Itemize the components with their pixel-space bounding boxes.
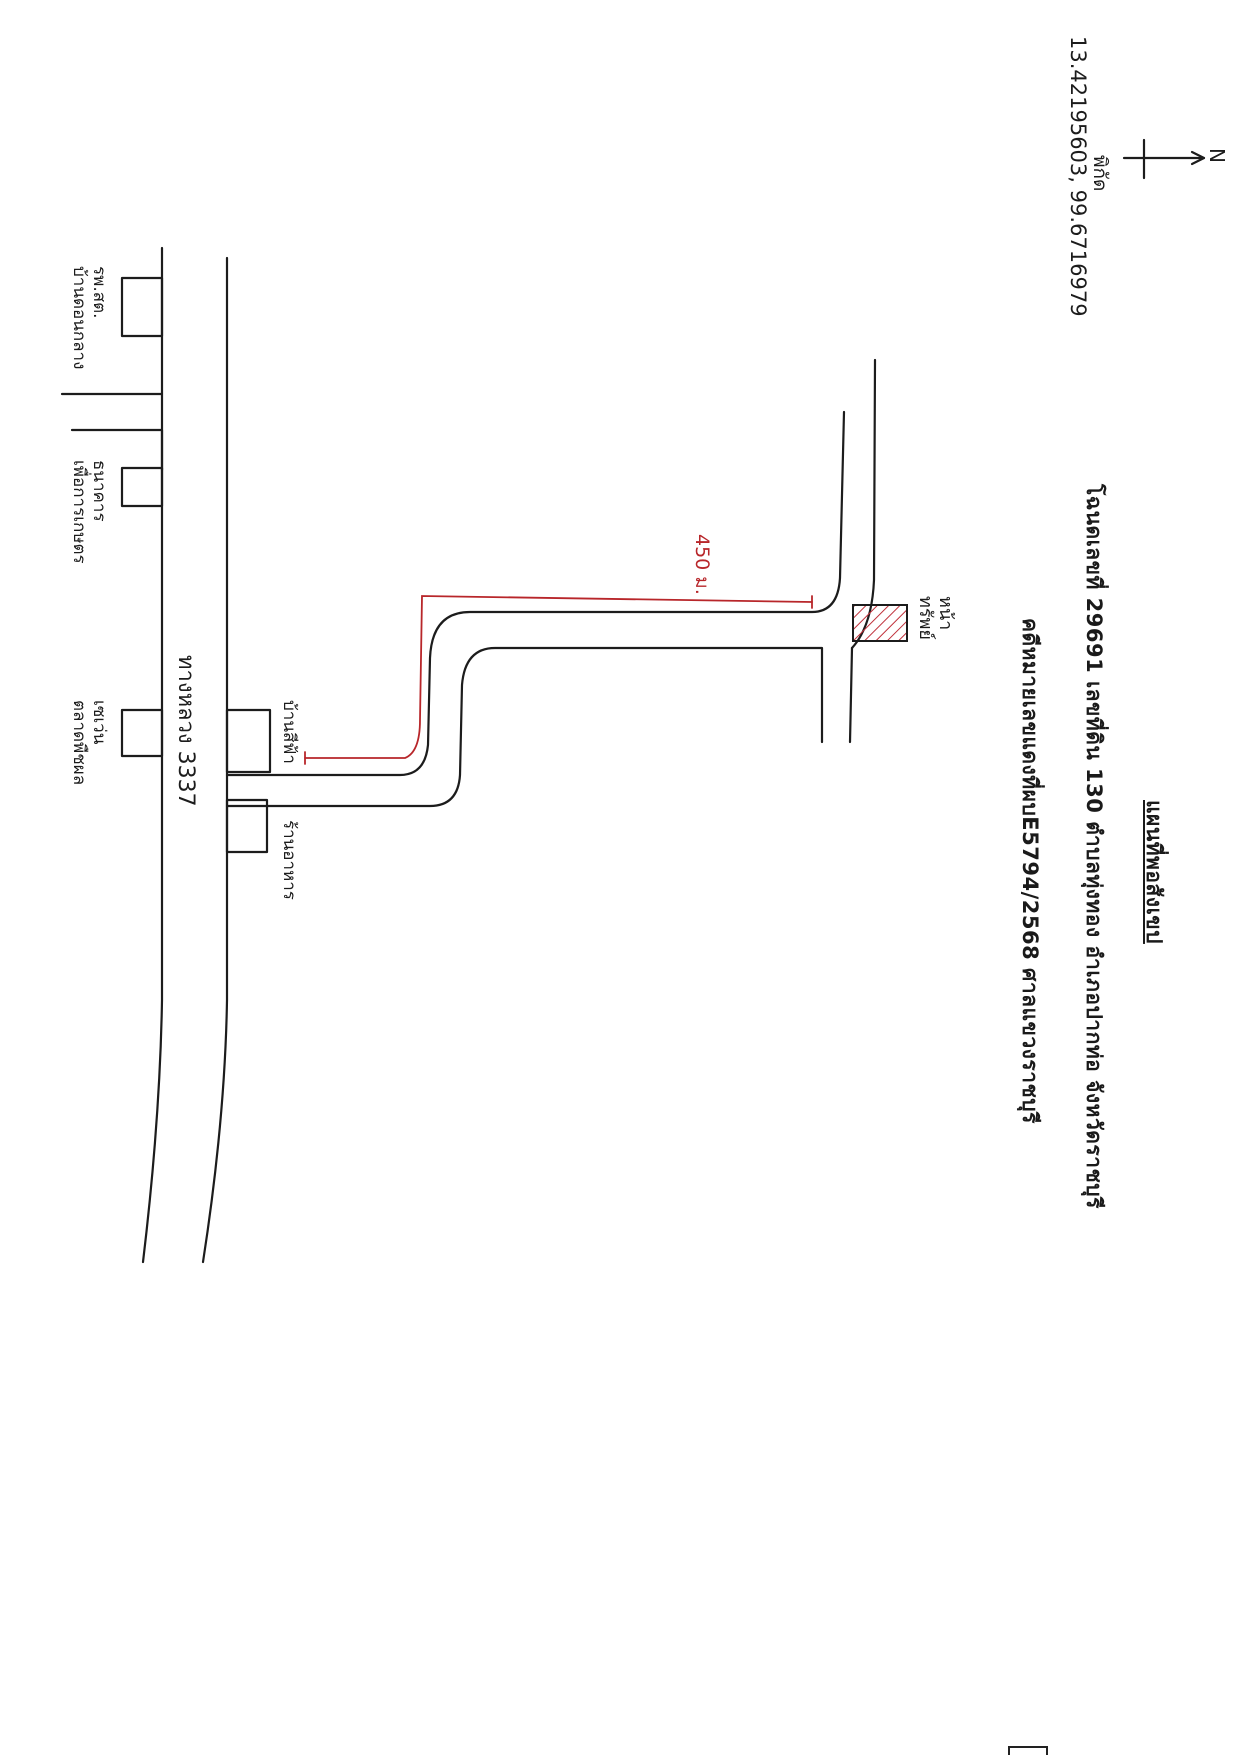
landmark-bank-label: ธนาคาร เพื่อการเกษตร bbox=[69, 460, 109, 564]
landmark-bank-line2: เพื่อการเกษตร bbox=[69, 460, 90, 564]
landmark-seven-line2: ตลาดพืชผล bbox=[69, 700, 90, 786]
landmark-box-seven bbox=[120, 708, 164, 758]
landmark-seven-label: เซเว่น ตลาดพืชผล bbox=[69, 700, 109, 786]
route-line bbox=[304, 595, 813, 759]
deed-info: โฉนดเลขที่ 29691 เลขที่ดิน 130 ตำบลทุ่งท… bbox=[1082, 484, 1106, 1209]
highway-label: ทางหลวง 3337 bbox=[173, 655, 198, 807]
soi-right-edge bbox=[848, 646, 854, 744]
landmark-shop-label: ร้านอาหาร bbox=[279, 820, 299, 900]
case-info: คดีหมายเลขแดงที่ผบE5794/2568 ศาลแขวงราชบ… bbox=[1018, 618, 1042, 1124]
distance-label: 450 ม. bbox=[691, 534, 713, 595]
highway-left-edge bbox=[141, 246, 164, 1264]
landmark-school-line1: รพ.สต. bbox=[89, 266, 109, 319]
pin-label: พิกัด bbox=[1089, 155, 1111, 192]
landmark-bank-line1: ธนาคาร bbox=[89, 460, 109, 522]
target-parcel bbox=[852, 604, 908, 642]
soi-upper-edge bbox=[225, 410, 846, 777]
landmark-box-house bbox=[225, 708, 272, 774]
coordinates: 13.42195603, 99.6716979 bbox=[1066, 36, 1090, 317]
map-title: แผนที่พอสังเขป bbox=[1142, 800, 1166, 944]
landmark-box-shop bbox=[225, 798, 269, 854]
soi-lower-edge bbox=[225, 646, 824, 808]
landmark-house-label: บ้านสีฟ้า bbox=[279, 700, 299, 764]
frontage-line-seg bbox=[70, 428, 164, 472]
landmark-seven-line1: เซเว่น bbox=[89, 700, 109, 745]
highway-right-edge bbox=[201, 256, 229, 1264]
corner-box bbox=[1008, 1746, 1048, 1755]
landmark-box-school bbox=[120, 276, 164, 338]
landmark-school-label: รพ.สต. บ้านดอนกลาง bbox=[69, 266, 109, 370]
landmark-box-bank bbox=[120, 466, 164, 508]
target-label: หน้าทรัพย์ bbox=[915, 596, 956, 640]
landmark-school-line2: บ้านดอนกลาง bbox=[69, 266, 90, 370]
north-arrow-icon bbox=[1122, 138, 1206, 180]
north-label: N bbox=[1205, 148, 1229, 163]
